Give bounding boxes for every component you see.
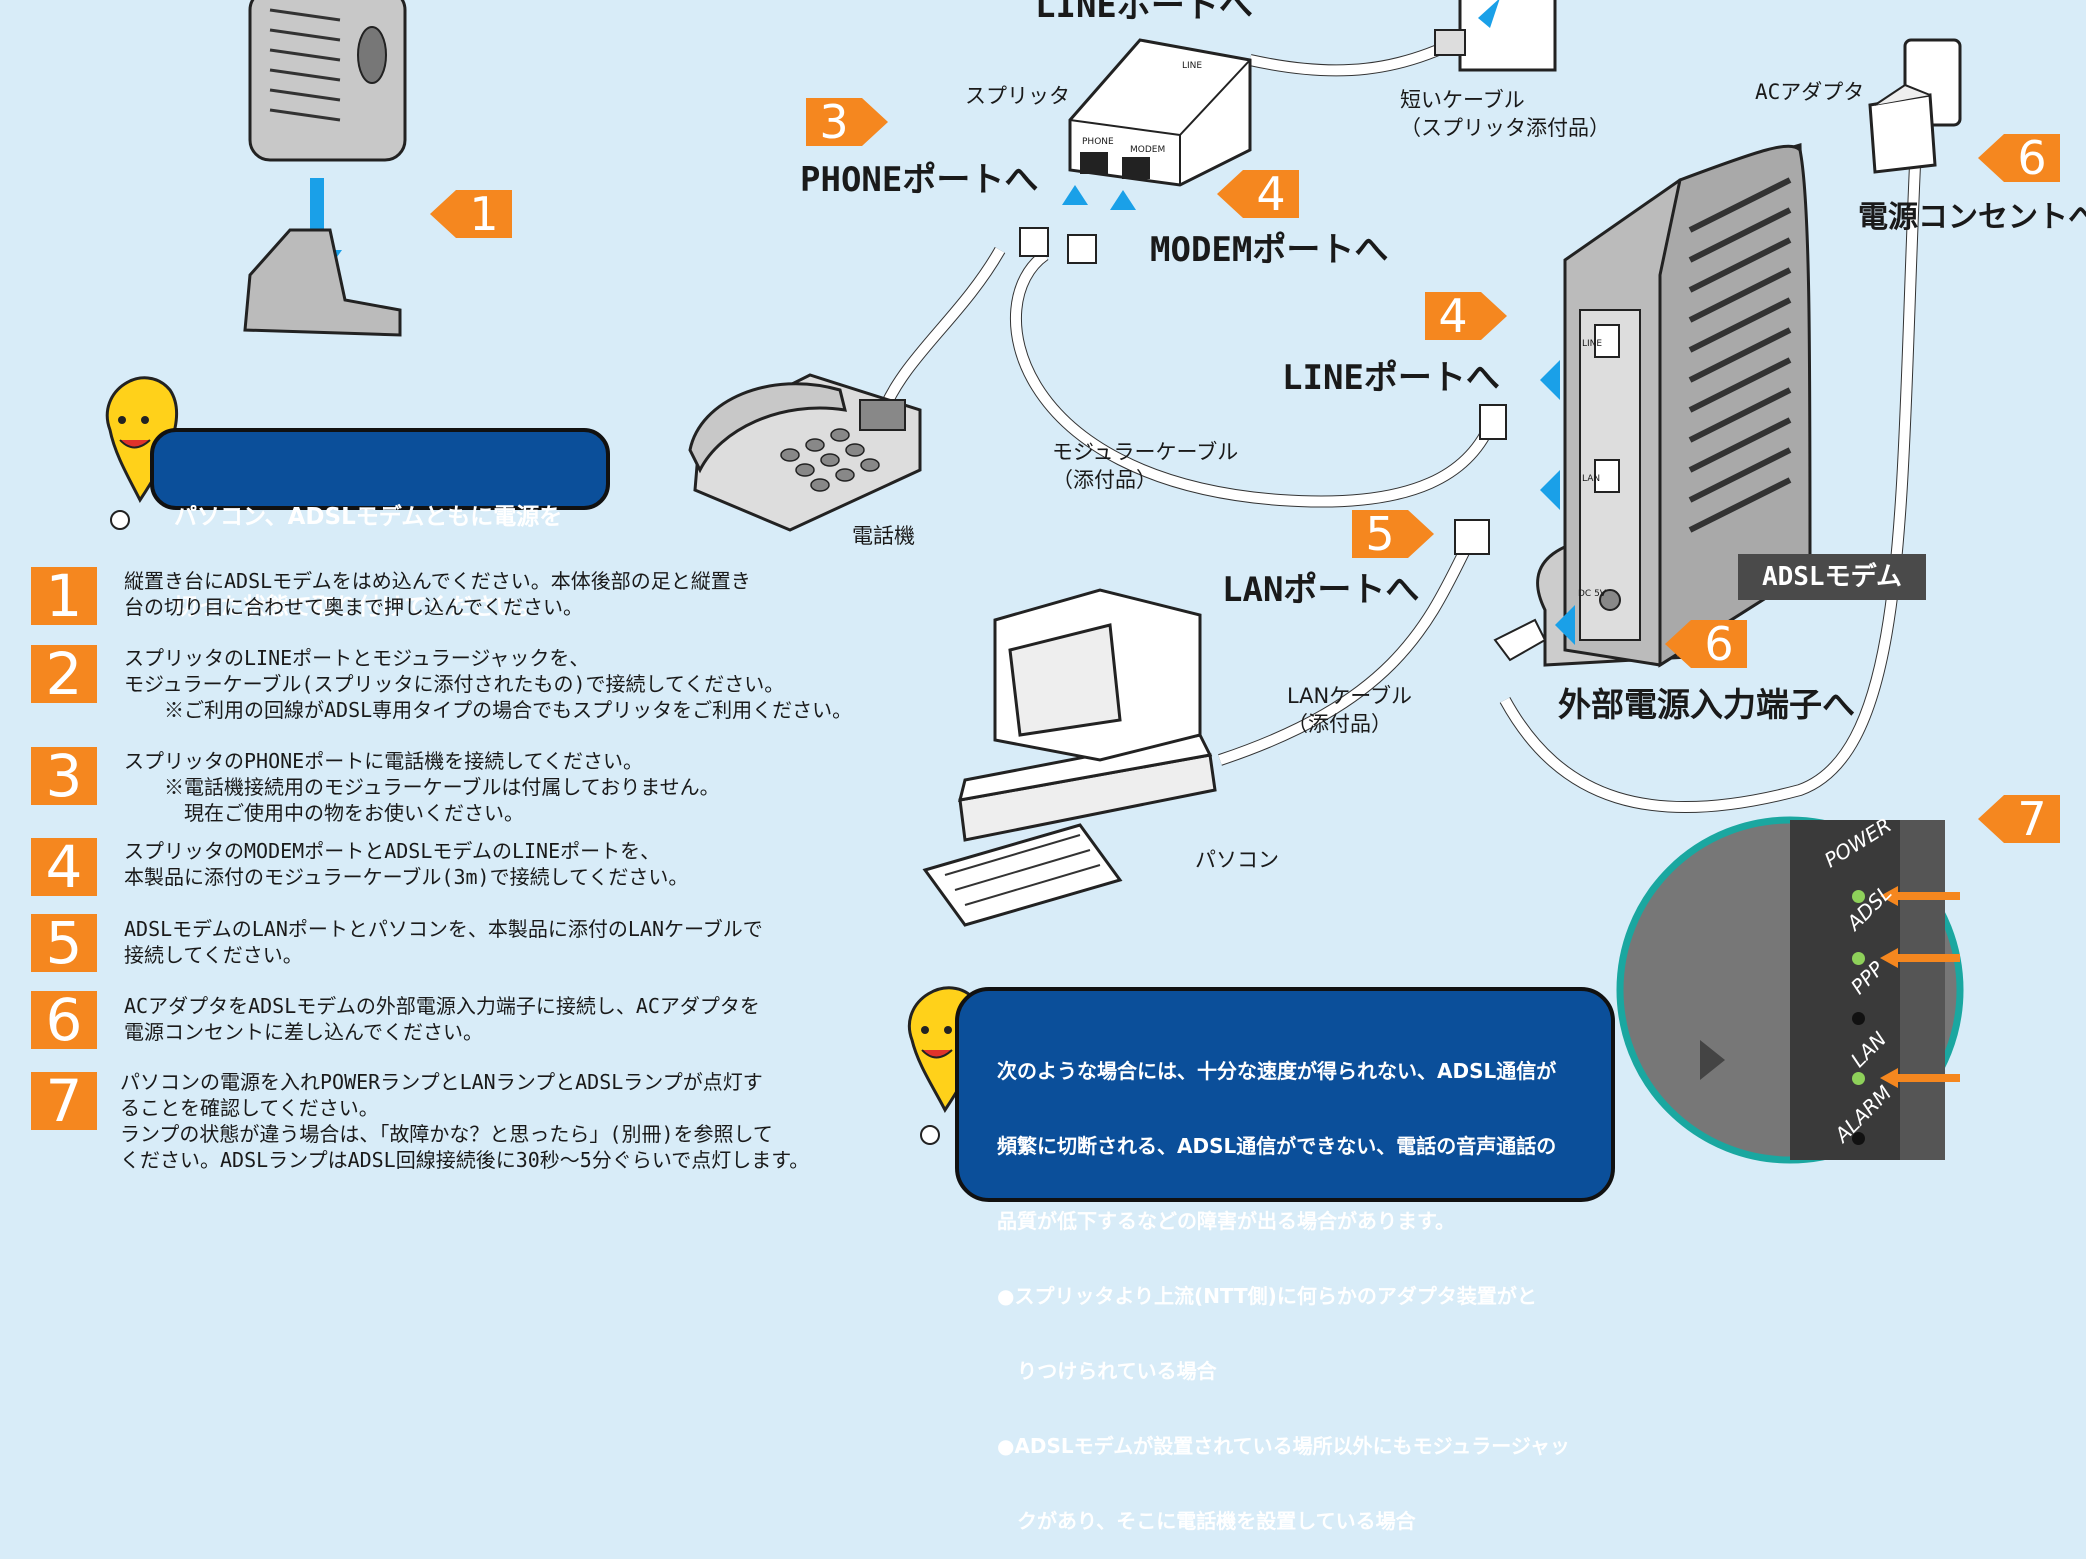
led-adsl-light	[1852, 952, 1865, 965]
wall-jack-illustration	[1434, 0, 1557, 72]
notice-bubble: 次のような場合には、十分な速度が得られない、ADSL通信が 頻繁に切断される、A…	[955, 987, 1615, 1533]
callout-6b-text: 外部電源入力端子へ	[1558, 685, 1855, 724]
led-power-light	[1852, 890, 1865, 903]
notice-line: 次のような場合には、十分な速度が得られない、ADSL通信が	[997, 1059, 1557, 1083]
telephone-illustration	[688, 373, 922, 532]
notice-line: りつけられている場合	[997, 1359, 1217, 1383]
modem-port-line-label: LINE	[1582, 339, 1603, 349]
callout-5: 5	[1352, 510, 1434, 558]
step-number-badge: 2	[31, 645, 97, 703]
callout-4a-text: MODEMポートへ	[1150, 230, 1389, 270]
callout-4b: 4	[1425, 292, 1507, 340]
callout-3-text: PHONEポートへ	[800, 160, 1039, 200]
modem-port-dc-label: DC 5V	[1578, 589, 1606, 599]
callout-7: 7	[1978, 795, 2060, 843]
cables	[874, 34, 1921, 814]
led-lan-light	[1852, 1072, 1865, 1085]
lan-cable-label: LANケーブル （添付品）	[1287, 684, 1412, 736]
led-alarm-light	[1852, 1132, 1865, 1145]
callout-4a: 4	[1217, 170, 1299, 218]
step-text: ADSLモデムのLANポートとパソコンを、本製品に添付のLANケーブルで 接続し…	[124, 917, 763, 967]
step-number-badge: 3	[31, 747, 97, 805]
splitter-illustration	[1019, 38, 1252, 264]
caution-line-1: パソコン、ADSLモデムともに電源を	[174, 504, 563, 530]
step-text: スプリッタのLINEポートとモジュラージャックを、 モジュラーケーブル(スプリッ…	[124, 646, 853, 722]
notice-line: ●スプリッタより上流(NTT側)に何らかのアダプタ装置がと	[997, 1284, 1537, 1308]
caution-bubble: パソコン、ADSLモデムともに電源を 切った状態で取り付けてください。	[150, 428, 610, 620]
callout-5-text: LANポートへ	[1222, 570, 1420, 610]
telephone-label: 電話機	[852, 524, 915, 548]
modular-cable-label: モジュラーケーブル （添付品）	[1052, 440, 1239, 492]
modem-label: ADSLモデム	[1738, 554, 1926, 600]
callout-4b-text: LINEポートへ	[1282, 358, 1500, 398]
pc-label: パソコン	[1195, 848, 1279, 872]
stand-illustration	[243, 0, 407, 337]
notice-line: ●ADSLモデムが設置されている場所以外にもモジュラージャッ	[997, 1434, 1570, 1458]
step-number-badge: 7	[31, 1072, 97, 1130]
step-text: ACアダプタをADSLモデムの外部電源入力端子に接続し、ACアダプタを 電源コン…	[124, 994, 760, 1044]
splitter-port-line-label: LINE	[1182, 61, 1203, 71]
splitter-label: スプリッタ	[965, 84, 1070, 108]
illustration-layer	[106, 0, 1964, 1164]
callout-3: 3	[806, 98, 888, 146]
ac-adapter-label: ACアダプタ	[1755, 80, 1865, 104]
header-line-port-cut: LINEポートへ	[1035, 0, 1253, 26]
step-text: スプリッタのPHONEポートに電話機を接続してください。 ※電話機接続用のモジュ…	[124, 749, 720, 825]
step-text: パソコンの電源を入れPOWERランプとLANランプとADSLランプが点灯す るこ…	[120, 1070, 810, 1172]
callout-6b: 6	[1665, 620, 1747, 668]
step-number-badge: 4	[31, 838, 97, 896]
notice-line: クがあり、そこに電話機を設置している場合	[997, 1509, 1416, 1533]
arrow-left-icon	[1880, 948, 1960, 968]
callout-1: 1	[430, 190, 512, 238]
notice-line: 頻繁に切断される、ADSL通信ができない、電話の音声通話の	[997, 1134, 1557, 1158]
caution-line-2: 切った状態で取り付けてください。	[174, 594, 542, 620]
led-closeup	[1616, 816, 1964, 1164]
short-cable-label: 短いケーブル （スプリッタ添付品）	[1400, 88, 1610, 140]
computer-illustration	[922, 588, 1217, 927]
callout-6a-text: 電源コンセントへ	[1858, 200, 2086, 235]
splitter-port-modem-label: MODEM	[1130, 145, 1166, 155]
step-number-badge: 1	[31, 567, 97, 625]
callout-6a: 6	[1978, 134, 2060, 182]
led-ppp-light	[1852, 1012, 1865, 1025]
notice-line: 品質が低下するなどの障害が出る場合があります。	[997, 1209, 1455, 1233]
splitter-port-phone-label: PHONE	[1082, 137, 1114, 147]
arrow-left-icon	[1880, 1068, 1960, 1088]
step-text: スプリッタのMODEMポートとADSLモデムのLINEポートを、 本製品に添付の…	[124, 839, 689, 889]
arrow-left-icon	[1880, 886, 1960, 906]
modem-illustration	[1454, 143, 1812, 668]
ac-adapter-illustration	[1868, 38, 1962, 174]
step-number-badge: 6	[31, 991, 97, 1049]
step-number-badge: 5	[31, 914, 97, 972]
modem-port-lan-label: LAN	[1582, 474, 1601, 484]
step-text: 縦置き台にADSLモデムをはめ込んでください。本体後部の足と縦置き 台の切り目に…	[124, 569, 751, 619]
